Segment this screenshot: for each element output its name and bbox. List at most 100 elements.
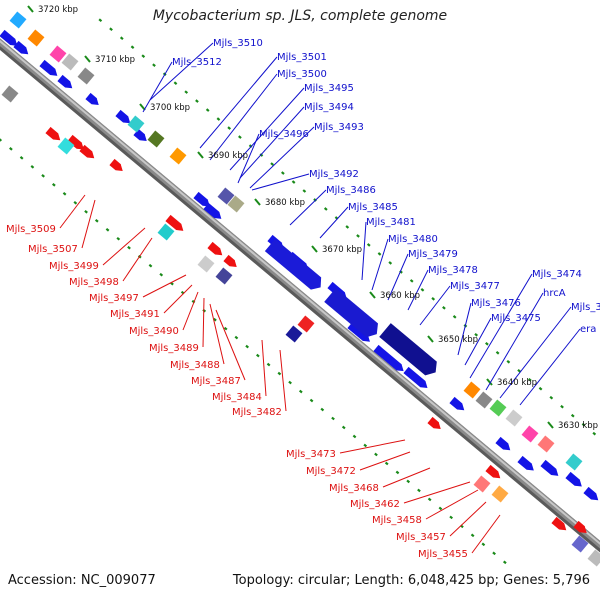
inner-tick-track — [62, 191, 67, 196]
inner-tick-track — [502, 560, 507, 565]
outer-tick-track — [152, 63, 156, 67]
scale-tick — [547, 421, 554, 429]
scale-label: 3720 kbp — [38, 5, 78, 15]
inner-tick-track — [277, 371, 282, 376]
feature-box — [27, 29, 45, 47]
reverse-callout-line — [425, 489, 479, 520]
outer-tick-track — [238, 135, 242, 139]
reverse-callout-line — [59, 194, 86, 229]
forward-gene-arrow — [373, 344, 404, 372]
outer-tick-track — [173, 81, 178, 85]
inner-tick-track — [19, 156, 24, 160]
inner-tick-track — [384, 461, 389, 466]
forward-callout-line — [199, 56, 278, 149]
inner-tick-track — [73, 200, 78, 205]
inner-tick-track — [298, 389, 303, 394]
outer-tick-track — [495, 350, 500, 355]
inner-tick-track — [427, 497, 432, 502]
forward-callout-line — [485, 292, 544, 391]
outer-tick-track — [205, 108, 210, 112]
forward-callout-line — [149, 42, 214, 101]
inner-tick-track — [417, 488, 421, 493]
forward-gene-label: Mjls_3475 — [491, 313, 541, 324]
outer-tick-track — [474, 332, 479, 337]
feature-box — [197, 255, 215, 273]
inner-tick-track — [223, 326, 228, 331]
forward-gene-arrow — [517, 455, 534, 471]
forward-gene-arrow — [347, 321, 370, 342]
inner-tick-track — [0, 138, 3, 142]
feature-box — [285, 325, 303, 343]
accession-text: Accession: NC_009077 — [8, 573, 156, 588]
outer-tick-track — [291, 180, 296, 184]
reverse-gene-arrow — [223, 254, 237, 267]
outer-tick-track — [431, 297, 436, 301]
feature-box — [463, 381, 481, 399]
reverse-gene-label: Mjls_3472 — [306, 466, 356, 477]
forward-gene-label: era — [580, 324, 596, 335]
outer-tick-track — [323, 207, 328, 211]
forward-callout-line — [209, 73, 278, 161]
forward-callout-line — [251, 173, 310, 191]
reverse-callout-line — [359, 451, 411, 471]
inner-tick-track — [41, 174, 45, 178]
reverse-gene-label: Mjls_3468 — [329, 483, 379, 494]
reverse-callout-line — [403, 481, 471, 504]
reverse-callout-line — [471, 514, 501, 554]
forward-callout-line — [371, 238, 389, 291]
feature-box — [77, 67, 95, 85]
forward-gene-block — [324, 288, 378, 338]
inner-tick-track — [116, 236, 121, 241]
outer-tick-track — [216, 117, 221, 121]
inner-tick-track — [363, 443, 368, 448]
reverse-callout-line — [182, 291, 199, 331]
outer-tick-track — [98, 18, 103, 23]
reverse-gene-arrow — [165, 214, 184, 231]
outer-tick-track — [366, 243, 371, 247]
inner-tick-track — [481, 542, 486, 547]
inner-tick-track — [406, 479, 411, 484]
outer-tick-track — [388, 261, 393, 265]
inner-tick-track — [341, 425, 346, 430]
outer-tick-track — [581, 422, 586, 427]
reverse-gene-label: Mjls_3509 — [6, 224, 56, 235]
inner-tick-track — [331, 416, 335, 421]
forward-callout-line — [289, 189, 327, 226]
feature-box — [475, 391, 493, 409]
forward-gene-arrow — [565, 471, 582, 487]
outer-tick-track — [506, 359, 511, 364]
outer-tick-track — [356, 234, 360, 238]
feature-box — [489, 399, 507, 417]
forward-callout-line — [361, 221, 367, 281]
map-title: Mycobacterium sp. JLS, complete genome — [152, 8, 448, 24]
feature-box — [61, 53, 79, 71]
forward-callout-line — [407, 269, 429, 311]
outer-tick-track — [377, 252, 382, 256]
forward-gene-block — [379, 323, 437, 376]
forward-gene-label: hrcA — [543, 288, 566, 299]
forward-gene-arrow — [115, 109, 131, 124]
scale-tick — [486, 378, 493, 386]
scale-label: 3640 kbp — [497, 378, 537, 388]
inner-tick-track — [449, 515, 454, 520]
scale-label: 3700 kbp — [150, 103, 190, 113]
reverse-gene-label: Mjls_3489 — [149, 343, 199, 354]
reverse-gene-arrow — [45, 126, 61, 141]
outer-tick-track — [130, 45, 135, 49]
outer-tick-track — [270, 162, 274, 166]
inner-tick-track — [352, 434, 357, 439]
reverse-gene-label: Mjls_3488 — [170, 360, 220, 371]
inner-tick-track — [374, 452, 378, 457]
outer-tick-track — [109, 27, 113, 32]
reverse-callout-line — [81, 199, 96, 249]
inner-tick-track — [288, 380, 292, 385]
feature-box — [169, 147, 187, 165]
outer-tick-track — [195, 99, 199, 103]
scale-label: 3630 kbp — [558, 421, 598, 431]
reverse-gene-label: Mjls_3499 — [49, 261, 99, 272]
reverse-gene-label: Mjls_3473 — [286, 449, 336, 460]
outer-tick-track — [517, 368, 521, 373]
outer-tick-track — [420, 288, 425, 292]
